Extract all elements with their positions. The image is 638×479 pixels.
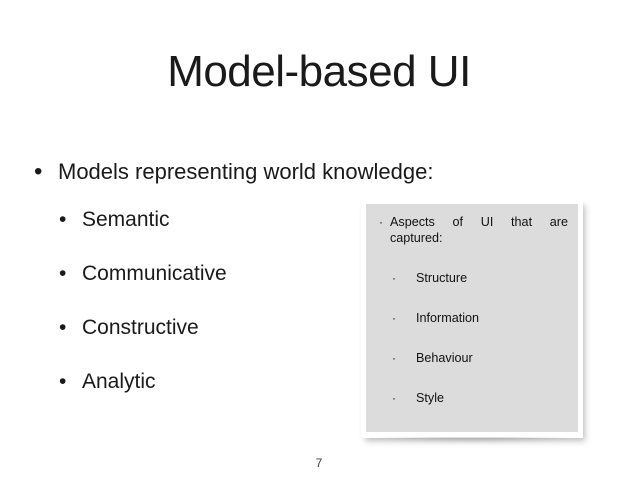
bullet-dot-icon: •: [59, 208, 67, 231]
outline-level2-label-semantic: Semantic: [82, 208, 170, 231]
panel-heading-label: Aspects of UI that are captured:: [390, 214, 568, 246]
panel-item-label: Behaviour: [416, 351, 473, 365]
list-item: • Communicative: [59, 260, 364, 287]
outline-level2-label-communicative: Communicative: [82, 262, 227, 285]
outline-list: • Models representing world knowledge: •…: [34, 158, 433, 422]
bullet-dot-icon: •: [34, 158, 43, 185]
panel-bullet-dot-icon: ·: [392, 391, 396, 405]
outline-level1-label: Models representing world knowledge:: [58, 159, 434, 184]
aspects-panel: · Aspects of UI that are captured: · Str…: [361, 199, 583, 442]
bullet-dot-icon: •: [59, 370, 67, 393]
panel-content: · Aspects of UI that are captured: · Str…: [366, 204, 578, 432]
page-number: 7: [315, 456, 323, 470]
panel-bullet-dot-icon: ·: [392, 351, 396, 365]
panel-bullet-dot-icon: ·: [392, 271, 396, 285]
panel-item-label: Information: [416, 311, 479, 325]
panel-bullet-dot-icon: ·: [379, 215, 383, 229]
list-item: • Models representing world knowledge:: [34, 158, 433, 186]
bullet-dot-icon: •: [59, 262, 67, 285]
outline-level2-label-constructive: Constructive: [82, 316, 199, 339]
panel-heading-line2: captured:: [390, 231, 443, 245]
panel-heading-line1: Aspects of UI that are: [390, 215, 568, 229]
page-title: Model-based UI: [167, 47, 471, 96]
panel-item-label: Structure: [416, 271, 468, 285]
panel-list-item-structure: · Structure: [372, 270, 569, 286]
panel-frame: · Aspects of UI that are captured: · Str…: [361, 199, 583, 437]
list-item: • Constructive: [59, 314, 364, 341]
outline-level2-label-analytic: Analytic: [82, 370, 156, 393]
list-item: • Analytic: [59, 368, 364, 395]
panel-heading-row: · Aspects of UI that are captured:: [372, 214, 569, 246]
panel-list-item-behaviour: · Behaviour: [372, 350, 569, 366]
bullet-dot-icon: •: [59, 316, 67, 339]
panel-bullet-dot-icon: ·: [392, 311, 396, 325]
panel-list-item-style: · Style: [372, 390, 569, 406]
panel-list-item-information: · Information: [372, 310, 569, 326]
list-item: • Semantic: [59, 206, 364, 233]
panel-item-label: Style: [416, 391, 444, 405]
